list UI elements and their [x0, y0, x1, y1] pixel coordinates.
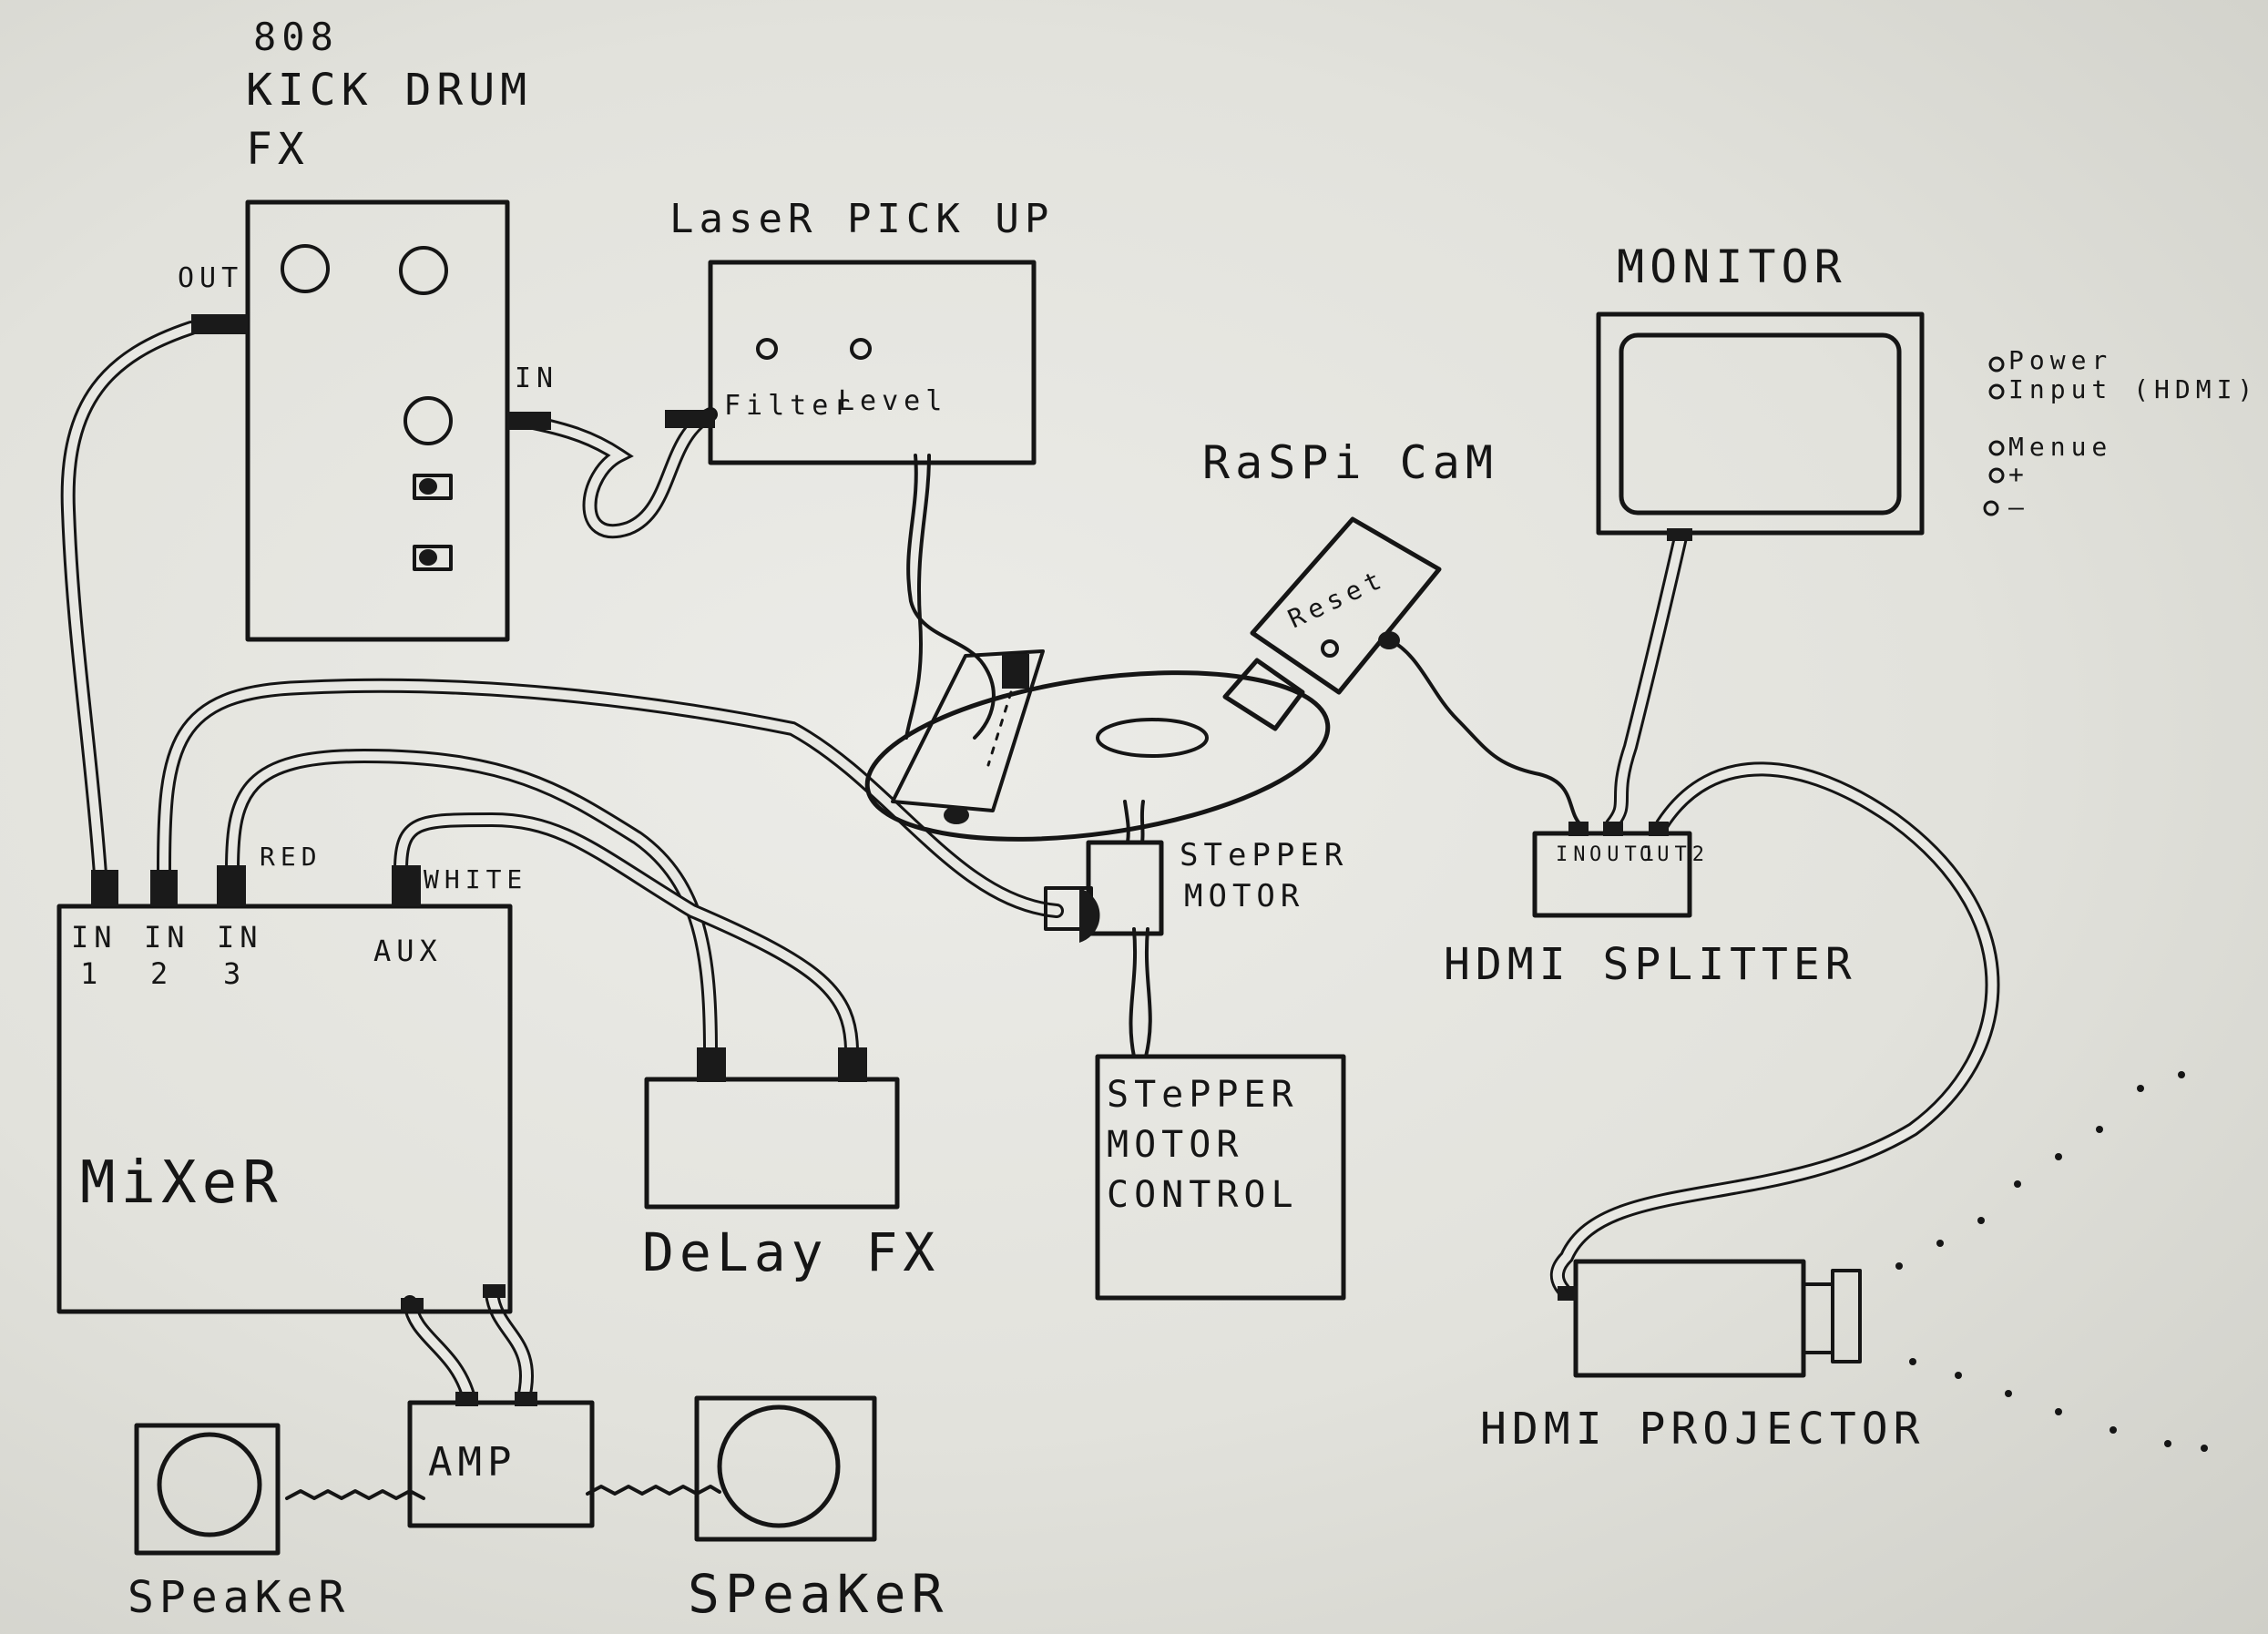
- raspi-cam-body: [1250, 516, 1442, 695]
- raspi-cam: RaSPi CaM Reset: [1202, 436, 1498, 731]
- monitor-legend-input: Input (HDMI): [2008, 374, 2258, 404]
- stepper-control-box: [1095, 1054, 1346, 1301]
- splitter-in-label: IN: [1556, 843, 1591, 866]
- stepper-motor-line1: STePPER: [1180, 837, 1348, 873]
- projector-lens-ring: [1802, 1282, 1834, 1354]
- splitter-out2-label: OUT2: [1640, 843, 1710, 866]
- mixer-in3-num: 3: [223, 956, 246, 991]
- monitor-legend-menue: Menue: [2008, 432, 2112, 462]
- mixer-title: MiXeR: [80, 1149, 283, 1217]
- mixer-in2-num: 2: [150, 956, 173, 991]
- kick-label-kick-drum: KICK DRUM: [246, 65, 532, 116]
- monitor-title: MONITOR: [1617, 240, 1847, 293]
- amp: AMP: [407, 1392, 595, 1528]
- stepper-motor-control: STePPER MOTOR CONTROL: [1095, 1054, 1346, 1301]
- laser-pick-up: LaseR PICK UP Filter Level: [665, 196, 1054, 824]
- speaker-left-box: [134, 1423, 281, 1556]
- amp-box: [407, 1400, 595, 1528]
- mixer-red-label: RED: [260, 842, 322, 872]
- projector-title: HDMI PROJECTOR: [1480, 1404, 1926, 1455]
- kick-out-label: OUT: [178, 262, 243, 294]
- raspi-title: RaSPi CaM: [1202, 436, 1498, 489]
- monitor-legend-power: Power: [2008, 345, 2112, 375]
- mixer-in3-label: IN: [217, 920, 263, 955]
- laser-title: LaseR PICK UP: [669, 196, 1054, 242]
- stepper-control-line2: MOTOR: [1107, 1124, 1243, 1166]
- kick-knob-3: [404, 396, 453, 445]
- kick-in-label: IN: [515, 363, 558, 394]
- stepper-control-line3: CONTROL: [1107, 1174, 1299, 1216]
- kick-switch-1: [413, 474, 453, 500]
- monitor-legend-minus: –: [2008, 492, 2029, 522]
- laser-head: [891, 649, 1045, 812]
- laser-level-label: Level: [838, 385, 947, 417]
- hdmi-projector: HDMI PROJECTOR: [1480, 1071, 2208, 1455]
- delay-title: DeLay FX: [642, 1221, 940, 1283]
- laser-filter-knob: [756, 338, 778, 360]
- projector-lens: [1831, 1269, 1862, 1363]
- speaker-left-title: SPeaKeR: [128, 1572, 350, 1623]
- cable-in2-to-stepper: [157, 678, 1064, 918]
- stepper-motor-line2: MOTOR: [1184, 878, 1304, 914]
- raspi-cam-lens: [1222, 658, 1305, 731]
- hdmi-splitter: IN OUT1 OUT2 HDMI SPLITTER: [1444, 822, 1857, 990]
- speaker-right: SPeaKeR: [688, 1395, 948, 1625]
- kick-drum-fx: 808 KICK DRUM FX OUT IN: [178, 15, 558, 642]
- kick-label-fx: FX: [246, 124, 310, 175]
- mixer-aux-label: AUX: [373, 934, 443, 968]
- kick-knob-2: [399, 246, 448, 295]
- speaker-right-box: [694, 1395, 877, 1542]
- kick-knob-1: [281, 244, 330, 293]
- speaker-right-cone: [717, 1404, 841, 1528]
- mixer-white-label: WHITE: [424, 864, 527, 894]
- mixer: RED WHITE IN 1 IN 2 IN 3 AUX MiXeR: [56, 842, 527, 1314]
- monitor: MONITOR Power Input (HDMI) Menue + –: [1596, 240, 2258, 541]
- monitor-screen: [1619, 332, 1902, 516]
- mixer-in2-label: IN: [144, 920, 190, 955]
- monitor-legend: Power Input (HDMI) Menue + –: [1983, 345, 2258, 522]
- mixer-in1-label: IN: [71, 920, 117, 955]
- laser-filter-label: Filter: [724, 390, 855, 422]
- delay-fx: DeLay FX: [642, 1047, 940, 1283]
- laser-level-knob: [850, 338, 872, 360]
- splitter-out1-label: OUT1: [1589, 843, 1660, 866]
- cable-white-to-delay: [393, 812, 859, 1059]
- speaker-left: SPeaKeR: [128, 1423, 350, 1623]
- amp-title: AMP: [428, 1439, 516, 1486]
- mixer-box: [56, 904, 513, 1314]
- stepper-control-line1: STePPER: [1107, 1074, 1299, 1116]
- laser-box: [708, 260, 1037, 465]
- projection-beam: [1895, 1071, 2208, 1452]
- speaker-left-cone: [157, 1432, 262, 1537]
- turntable-spindle: [1096, 718, 1209, 758]
- kick-drum-box: [245, 199, 510, 642]
- raspi-reset-label: Reset: [1283, 563, 1391, 634]
- kick-switch-2: [413, 545, 453, 571]
- mixer-in1-num: 1: [80, 956, 103, 991]
- delay-box: [644, 1077, 900, 1210]
- turntable: STePPER MOTOR: [864, 670, 1348, 943]
- monitor-legend-plus: +: [2008, 459, 2029, 489]
- turntable-disc: [864, 670, 1331, 842]
- monitor-frame: [1596, 311, 1925, 536]
- kick-label-808: 808: [253, 15, 339, 59]
- cable-laser-to-kick-in: [507, 407, 718, 538]
- thin-wires: [285, 454, 1582, 1500]
- speaker-right-title: SPeaKeR: [688, 1563, 948, 1625]
- projector-body: [1573, 1259, 1806, 1378]
- splitter-title: HDMI SPLITTER: [1444, 939, 1857, 990]
